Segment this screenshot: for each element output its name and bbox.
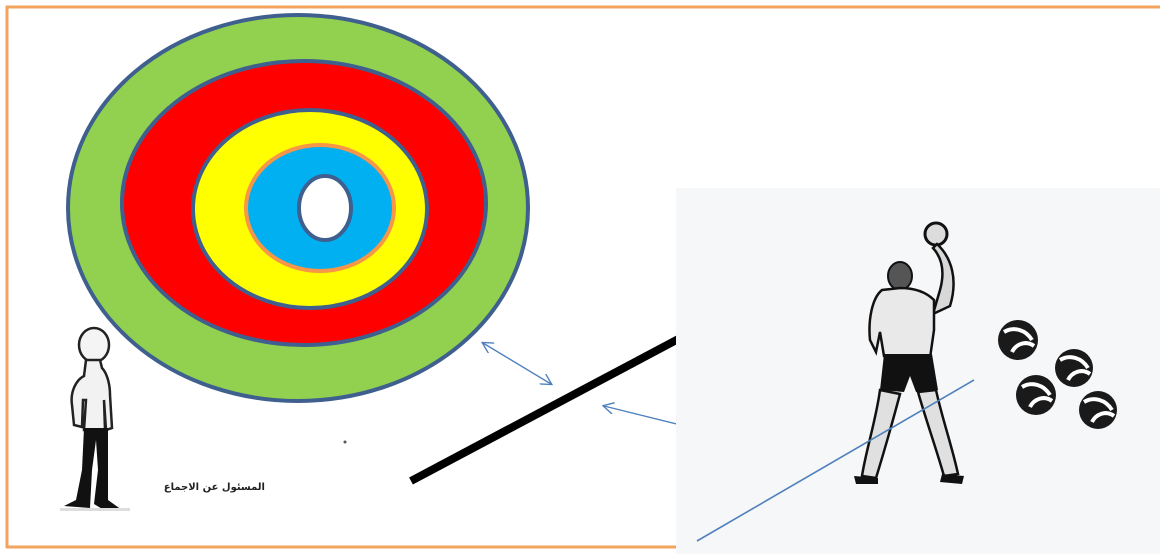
target-icon: [68, 15, 528, 401]
distance-arrow-target: [483, 343, 551, 384]
observer-caption: المسئول عن الاجماع: [145, 482, 265, 493]
target-bullseye: [299, 176, 351, 240]
standing-person-icon: [60, 328, 130, 511]
dot: [344, 441, 347, 444]
thrower-photo: [676, 188, 1160, 554]
